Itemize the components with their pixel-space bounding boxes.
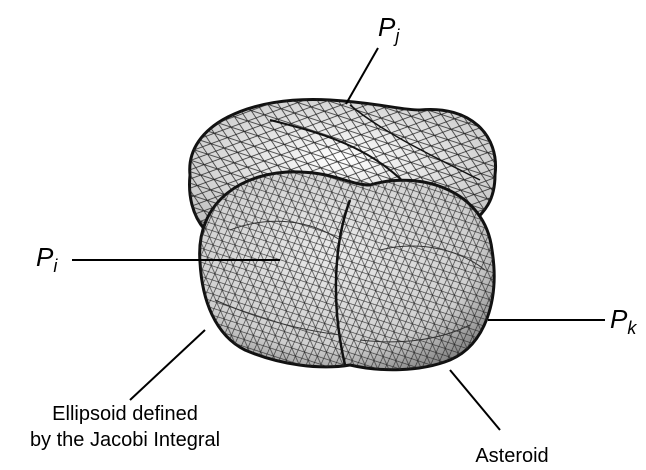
label-asteroid: Asteroid [475, 445, 548, 467]
leader-line-asteroid [450, 370, 500, 430]
asteroid-surface-front [200, 172, 494, 370]
label-ellipsoid-line2: by the Jacobi Integral [30, 429, 220, 451]
leader-line-ellipsoid [130, 330, 205, 400]
label-p-k: Pk [610, 304, 637, 338]
label-p-j: Pj [378, 12, 400, 46]
label-p-i: Pi [36, 242, 58, 276]
leader-line-pj [346, 48, 378, 104]
label-ellipsoid-line1: Ellipsoid defined [52, 403, 198, 425]
